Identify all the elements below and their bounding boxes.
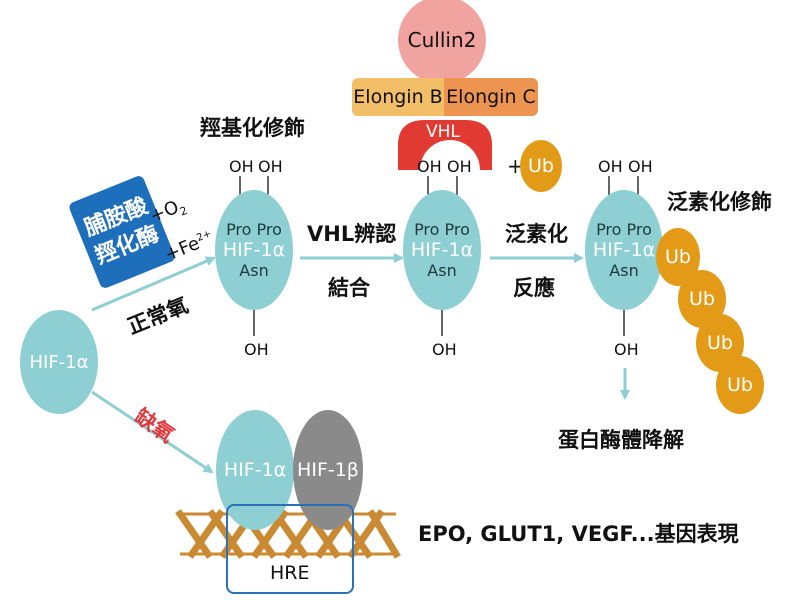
pro-pair-b: Pro Pro	[414, 220, 470, 239]
ubiquitination-mod-label: 泛素化修飾	[667, 190, 772, 214]
hre-box	[226, 504, 354, 594]
ubiquitination-label-1: 泛素化	[505, 222, 568, 246]
pro-pair-c: Pro Pro	[596, 220, 652, 239]
hif1a-c-label: HIF-1α	[592, 239, 656, 261]
ub-free-label: Ub	[528, 155, 554, 177]
hif1b: HIF-1β	[293, 410, 363, 530]
oh-pro1-a: OH	[229, 157, 254, 176]
asn-b: Asn	[427, 261, 457, 280]
hif1b-label: HIF-1β	[297, 459, 359, 481]
pro-a1: Pro	[226, 220, 252, 239]
oh-pro2-b: OH	[447, 157, 472, 176]
ub-chain-4-label: Ub	[727, 374, 753, 396]
hre-label: HRE	[270, 562, 310, 584]
oh-asn-b: OH	[432, 340, 457, 359]
ub-plus-sign: +	[507, 154, 524, 178]
pro-a2: Pro	[256, 220, 282, 239]
ub-free: Ub	[520, 140, 562, 192]
oh-pro2-c: OH	[628, 157, 653, 176]
hydroxylation-label: 羥基化修飾	[200, 116, 305, 140]
hif1a-vhl-bound: Pro Pro HIF-1α Asn	[403, 190, 481, 310]
ub-chain-2-label: Ub	[689, 288, 715, 310]
oh-pro2-a: OH	[258, 157, 283, 176]
ub-chain-4: Ub	[716, 356, 764, 414]
cullin2-label: Cullin2	[407, 28, 477, 52]
proteasome-label: 蛋白酶體降解	[558, 428, 684, 452]
asn-a: Asn	[239, 261, 269, 280]
oh-asn-c: OH	[614, 340, 639, 359]
gene-expression-label: EPO, GLUT1, VEGF...基因表現	[418, 522, 739, 546]
asn-c: Asn	[609, 261, 639, 280]
ub-chain-1-label: Ub	[665, 246, 691, 268]
oh-pro1-c: OH	[598, 157, 623, 176]
normoxia-arrow	[91, 256, 216, 312]
hif1a-b-label: HIF-1α	[410, 239, 474, 261]
pro-c1: Pro	[596, 220, 622, 239]
vhl-shape	[398, 120, 492, 170]
hif1a-ubiquitinated: Pro Pro HIF-1α Asn	[585, 190, 663, 310]
hif1a-hypoxic-label: HIF-1α	[223, 459, 287, 481]
hif1a-hydroxylated: Pro Pro HIF-1α Asn	[215, 190, 293, 310]
elongin-c-box: Elongin C	[444, 78, 538, 116]
hypoxia-arrow	[91, 390, 214, 474]
ub-chain-3-label: Ub	[707, 332, 733, 354]
vhl-label: VHL	[426, 122, 460, 142]
hif1a-a-label: HIF-1α	[222, 239, 286, 261]
elongin-c-label: Elongin C	[446, 86, 536, 108]
hif1a-initial: HIF-1α	[20, 310, 98, 414]
pro-b1: Pro	[414, 220, 440, 239]
vhl-binding-label-1: VHL辨認	[307, 222, 397, 246]
cullin2-circle: Cullin2	[398, 0, 486, 84]
pro-pair-a: Pro Pro	[226, 220, 282, 239]
oh-pro1-b: OH	[417, 157, 442, 176]
elongin-b-box: Elongin B	[352, 78, 444, 116]
vhl-binding-label-2: 結合	[328, 276, 370, 300]
ubiquitination-label-2: 反應	[513, 276, 555, 300]
pro-b2: Pro	[444, 220, 470, 239]
elongin-b-label: Elongin B	[353, 86, 443, 108]
pro-c2: Pro	[626, 220, 652, 239]
oh-asn-a: OH	[244, 340, 269, 359]
hif1a-label: HIF-1α	[29, 351, 89, 373]
